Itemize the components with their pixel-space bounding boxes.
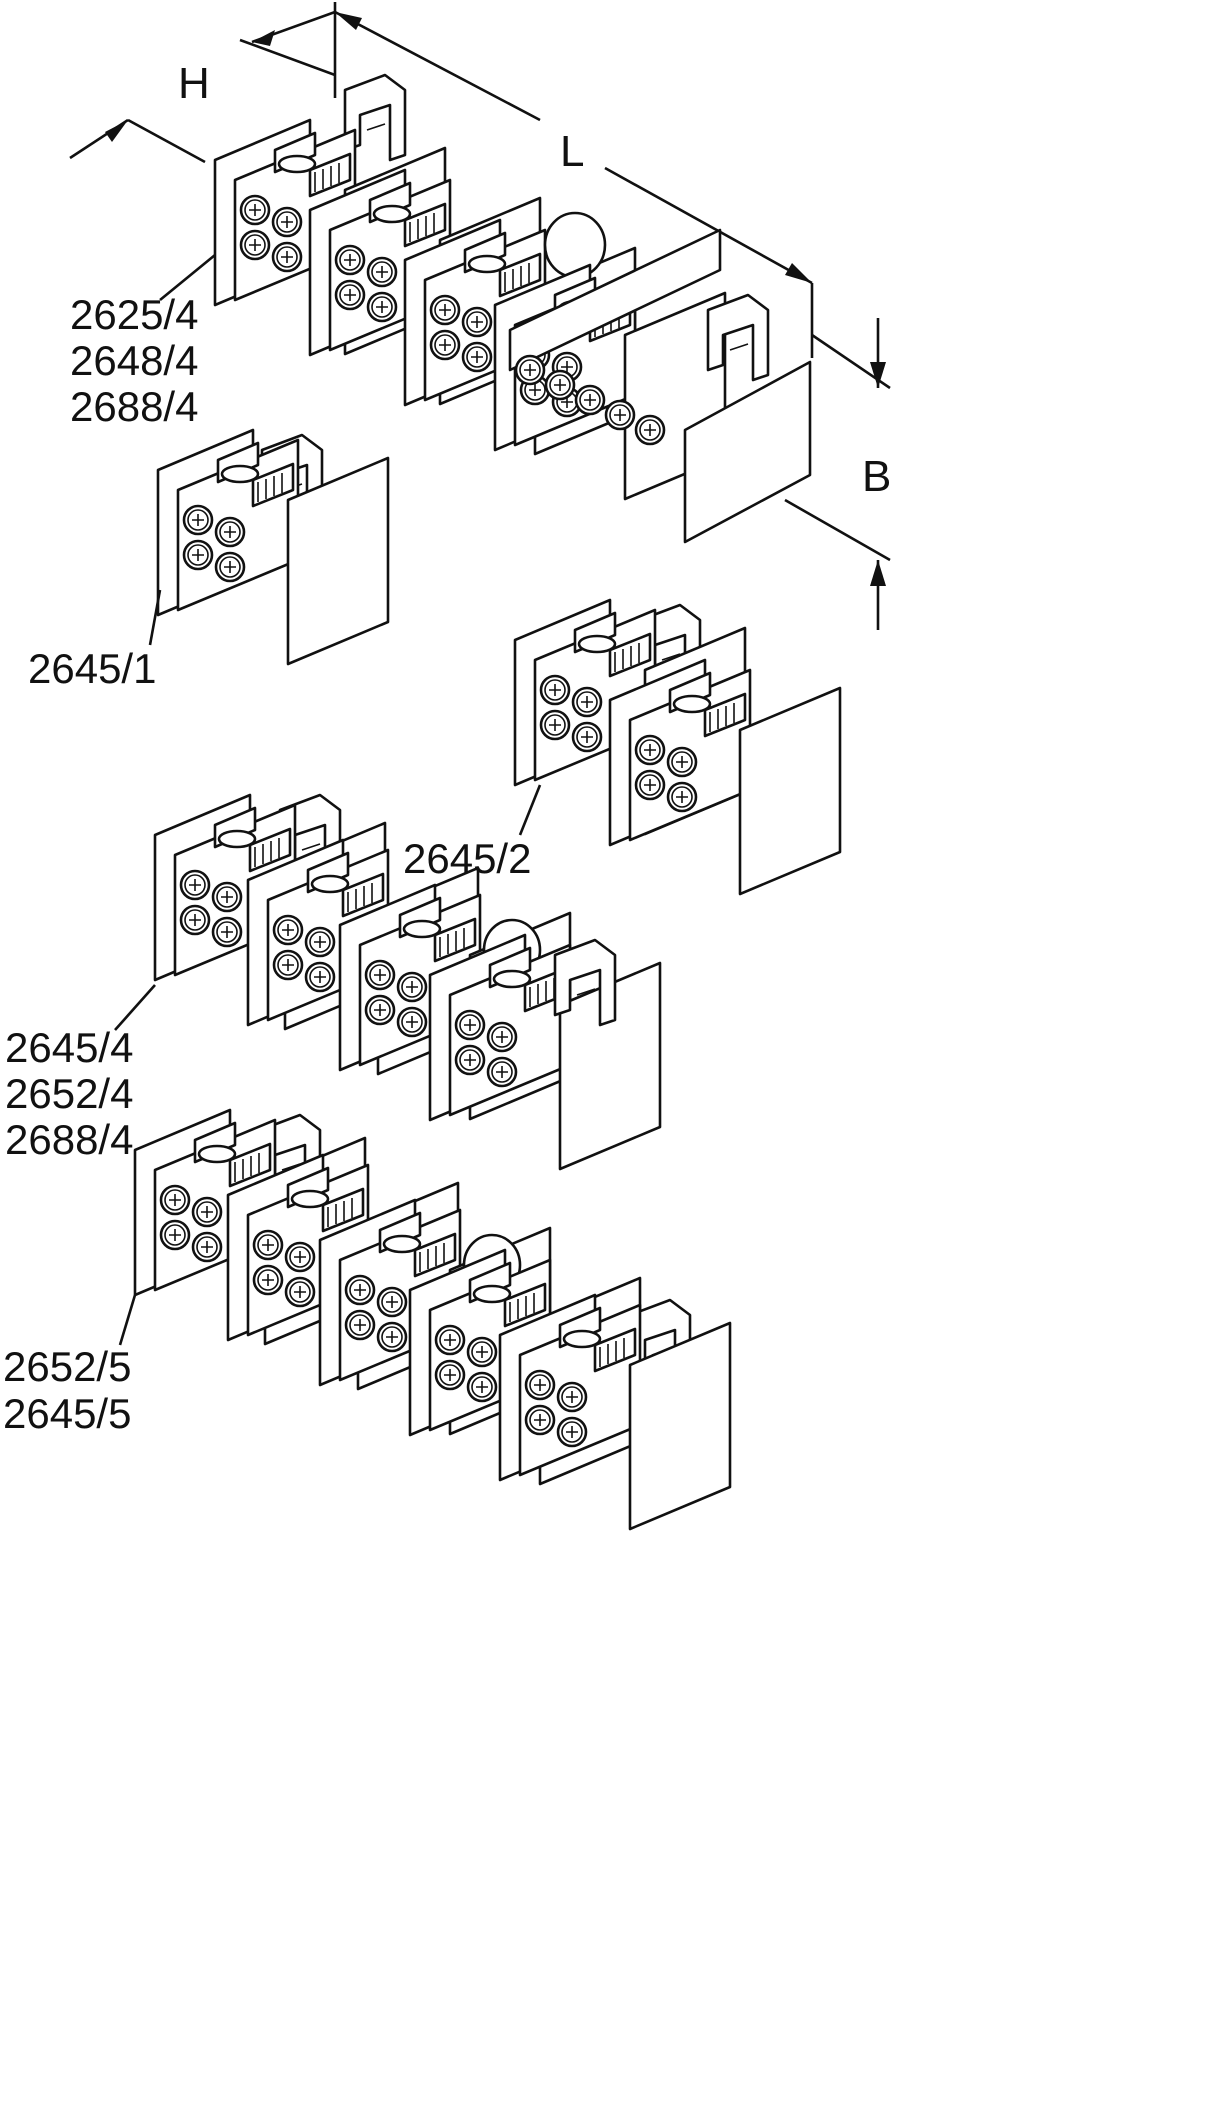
part-label-2688-4: 2688/4 (70, 383, 199, 430)
assembly-quad (114, 793, 660, 1169)
part-label-2645-4: 2645/4 (5, 1024, 134, 1071)
part-label-2645-1: 2645/1 (28, 645, 157, 692)
dimension-b (784, 318, 891, 630)
part-label-2652-4: 2652/4 (5, 1070, 134, 1117)
dimension-h (69, 2, 337, 164)
dim-label-b: B (862, 452, 892, 501)
dim-label-h: H (178, 59, 210, 108)
part-label-2688-4b: 2688/4 (5, 1116, 134, 1163)
part-label-2645-2: 2645/2 (403, 835, 532, 882)
dim-label-l: L (560, 127, 585, 176)
assembly-top (159, 73, 812, 544)
part-label-2652-5: 2652/5 (3, 1343, 132, 1390)
assembly-double (515, 600, 840, 894)
part-label-2648-4: 2648/4 (70, 337, 199, 384)
part-label-2645-5: 2645/5 (3, 1390, 132, 1437)
assembly-five (118, 1110, 730, 1529)
assembly-single (148, 430, 388, 664)
part-label-2625-4: 2625/4 (70, 291, 199, 338)
dimension-l (334, 10, 814, 358)
